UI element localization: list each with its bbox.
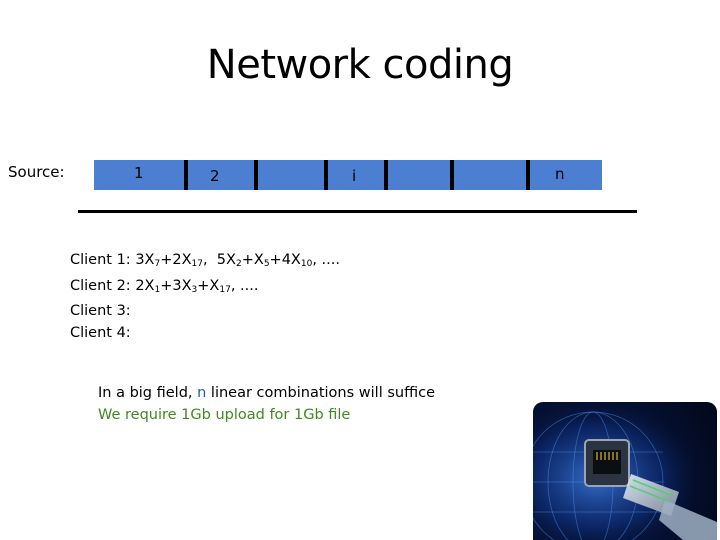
network-cable-globe-image [533,402,717,540]
block-divider [526,160,530,190]
client-combinations: 3X7+2X17, 5X2+X5+4X10, .... [135,252,340,269]
block-label-2: 2 [210,167,220,185]
client-label: Client 3: [70,303,131,319]
note-line-1: In a big field, n linear combinations wi… [98,385,435,401]
globe-cable-illustration [533,402,717,540]
block-divider [450,160,454,190]
source-file-bar: 1 2 i n [94,160,602,190]
note-line-2: We require 1Gb upload for 1Gb file [98,407,351,423]
slide-title: Network coding [206,42,514,88]
separator-line [78,210,637,213]
client-list: Client 1: 3X7+2X17, 5X2+X5+4X10, .... Cl… [70,250,340,344]
client-combinations: 2X1+3X3+X17, .... [135,277,259,295]
client-label: Client 1: [70,252,131,268]
block-divider [254,160,258,190]
client-row-3: Client 3: [70,301,340,323]
client-label: Client 2: [70,277,131,294]
note-text: In a big field, n linear combinations wi… [98,382,435,426]
client-row-2: Client 2: 2X1+3X3+X17, .... [70,276,340,302]
client-label: Client 4: [70,324,131,341]
block-label-1: 1 [134,164,144,182]
client-row-1: Client 1: 3X7+2X17, 5X2+X5+4X10, .... [70,250,340,276]
n-highlight: n [197,385,207,401]
block-label-i: i [352,167,357,185]
block-label-n: n [555,165,565,183]
client-row-4: Client 4: [70,323,340,345]
block-divider [184,160,188,190]
source-label: Source: [8,163,65,181]
block-divider [324,160,328,190]
block-divider [384,160,388,190]
